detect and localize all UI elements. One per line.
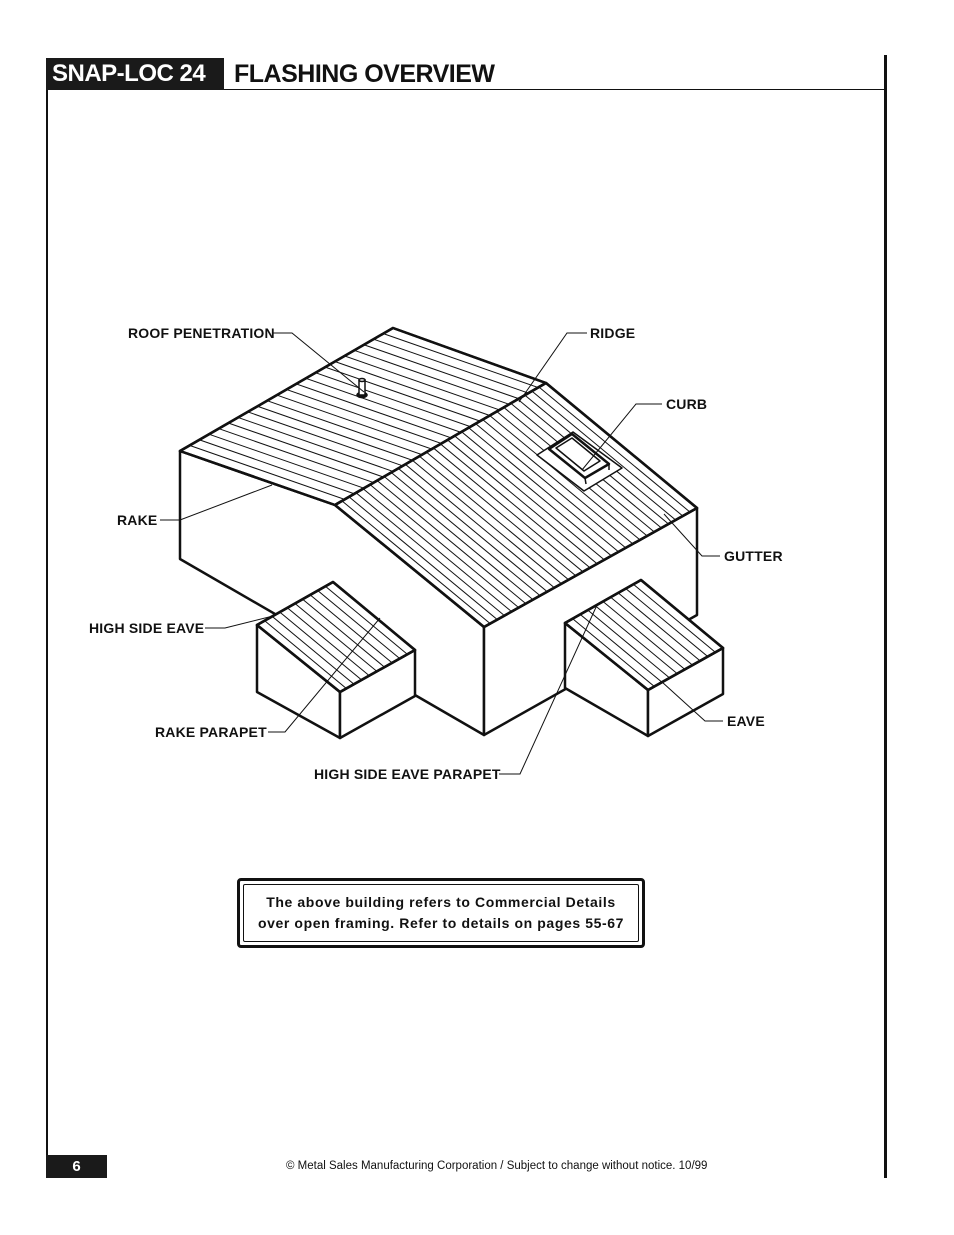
roof-seam bbox=[346, 455, 559, 627]
reference-note-box: The above building refers to Commercial … bbox=[237, 878, 645, 948]
roof-seam bbox=[360, 447, 573, 623]
roof-seam bbox=[294, 355, 512, 433]
roof-seam bbox=[593, 583, 710, 680]
roof-seam bbox=[353, 451, 566, 627]
callout-rake-parapet: RAKE PARAPET bbox=[155, 724, 267, 740]
roof-seam bbox=[323, 339, 541, 416]
reference-note-inner: The above building refers to Commercial … bbox=[243, 884, 639, 942]
callout-high-side-eave-parapet: HIGH SIDE EAVE PARAPET bbox=[314, 766, 501, 782]
roof-seam bbox=[187, 417, 405, 494]
roof-seam bbox=[586, 587, 702, 684]
roof-seam bbox=[335, 463, 545, 627]
callout-curb: CURB bbox=[666, 396, 708, 412]
roof-seam bbox=[284, 361, 502, 438]
main-roof-left-plane bbox=[178, 326, 548, 507]
roof-seam bbox=[285, 585, 402, 682]
roof-seam bbox=[438, 402, 651, 579]
main-roof-right-plane bbox=[333, 381, 699, 629]
roof-seam bbox=[452, 394, 665, 570]
roof-seam bbox=[313, 344, 531, 422]
callout-gutter: GUTTER bbox=[724, 548, 783, 564]
roof-seam bbox=[616, 580, 723, 667]
callout-leaders bbox=[160, 332, 723, 775]
roof-seam bbox=[301, 582, 415, 673]
roof-seam bbox=[263, 598, 379, 692]
roof-seam bbox=[265, 372, 483, 450]
callout-roof-penetration: ROOF PENETRATION bbox=[128, 325, 275, 341]
roof-seam bbox=[431, 406, 644, 583]
callout-eave: EAVE bbox=[727, 713, 765, 729]
roof-seam bbox=[578, 591, 695, 688]
roof-seam bbox=[270, 593, 387, 690]
roof-seam bbox=[565, 600, 679, 690]
roof-seam bbox=[402, 422, 615, 599]
roof-seam bbox=[257, 602, 371, 692]
roof-seam bbox=[274, 367, 493, 444]
roof-seam bbox=[216, 400, 434, 478]
roof-seam bbox=[424, 410, 637, 587]
roof-seam bbox=[565, 604, 672, 690]
roof-seam bbox=[257, 606, 364, 692]
roof-seam bbox=[352, 328, 546, 399]
roof-seam bbox=[342, 328, 546, 405]
roof-seam bbox=[332, 333, 546, 411]
left-annex bbox=[255, 580, 417, 740]
roof-seam bbox=[335, 475, 524, 627]
roof-seam bbox=[197, 411, 415, 489]
roof-seam bbox=[235, 389, 454, 466]
roof-seam bbox=[303, 350, 522, 427]
roof-seam bbox=[601, 580, 717, 675]
header-rule bbox=[46, 89, 886, 90]
roof-seam bbox=[308, 582, 415, 669]
roof-seam bbox=[180, 428, 386, 505]
roof-seam bbox=[278, 589, 394, 686]
roof-seam bbox=[417, 414, 630, 591]
page-number: 6 bbox=[46, 1155, 107, 1178]
roof-seam bbox=[374, 438, 587, 615]
roof-seam bbox=[501, 383, 697, 542]
roof-seam bbox=[226, 395, 444, 472]
roof-seam bbox=[180, 422, 396, 500]
page-title: FLASHING OVERVIEW bbox=[234, 60, 495, 88]
roof-seam bbox=[180, 434, 376, 505]
callout-ridge: RIDGE bbox=[590, 325, 636, 341]
roof-seam bbox=[388, 430, 601, 607]
note-line-2: over open framing. Refer to details on p… bbox=[257, 915, 625, 931]
roof-penetration-pipe bbox=[356, 377, 368, 399]
roof-seam bbox=[571, 596, 687, 690]
roof-seam bbox=[255, 378, 473, 455]
roof-seam bbox=[339, 459, 552, 627]
right-margin-rule bbox=[884, 55, 887, 1178]
roof-seam bbox=[335, 467, 538, 627]
roof-seam bbox=[609, 580, 723, 671]
roof-seam bbox=[395, 426, 608, 603]
roof-seam bbox=[206, 406, 425, 483]
roof-seam bbox=[335, 471, 531, 627]
roof-seam bbox=[459, 390, 672, 566]
roof-seam bbox=[245, 383, 463, 461]
roof-seam bbox=[445, 398, 658, 575]
roof-seam bbox=[367, 443, 580, 619]
roof-seam bbox=[409, 418, 623, 595]
roof-seam bbox=[381, 434, 594, 611]
copyright-footer: © Metal Sales Manufacturing Corporation … bbox=[286, 1160, 708, 1172]
product-name-badge: SNAP-LOC 24 bbox=[46, 58, 224, 90]
roof-seam bbox=[293, 582, 409, 677]
callout-rake: RAKE bbox=[117, 512, 158, 528]
note-line-1: The above building refers to Commercial … bbox=[266, 894, 616, 910]
right-annex bbox=[563, 578, 725, 738]
roof-seam bbox=[508, 383, 697, 538]
roof-curb bbox=[536, 431, 623, 492]
left-margin-rule bbox=[46, 58, 48, 1178]
callout-high-side-eave: HIGH SIDE EAVE bbox=[89, 620, 205, 636]
